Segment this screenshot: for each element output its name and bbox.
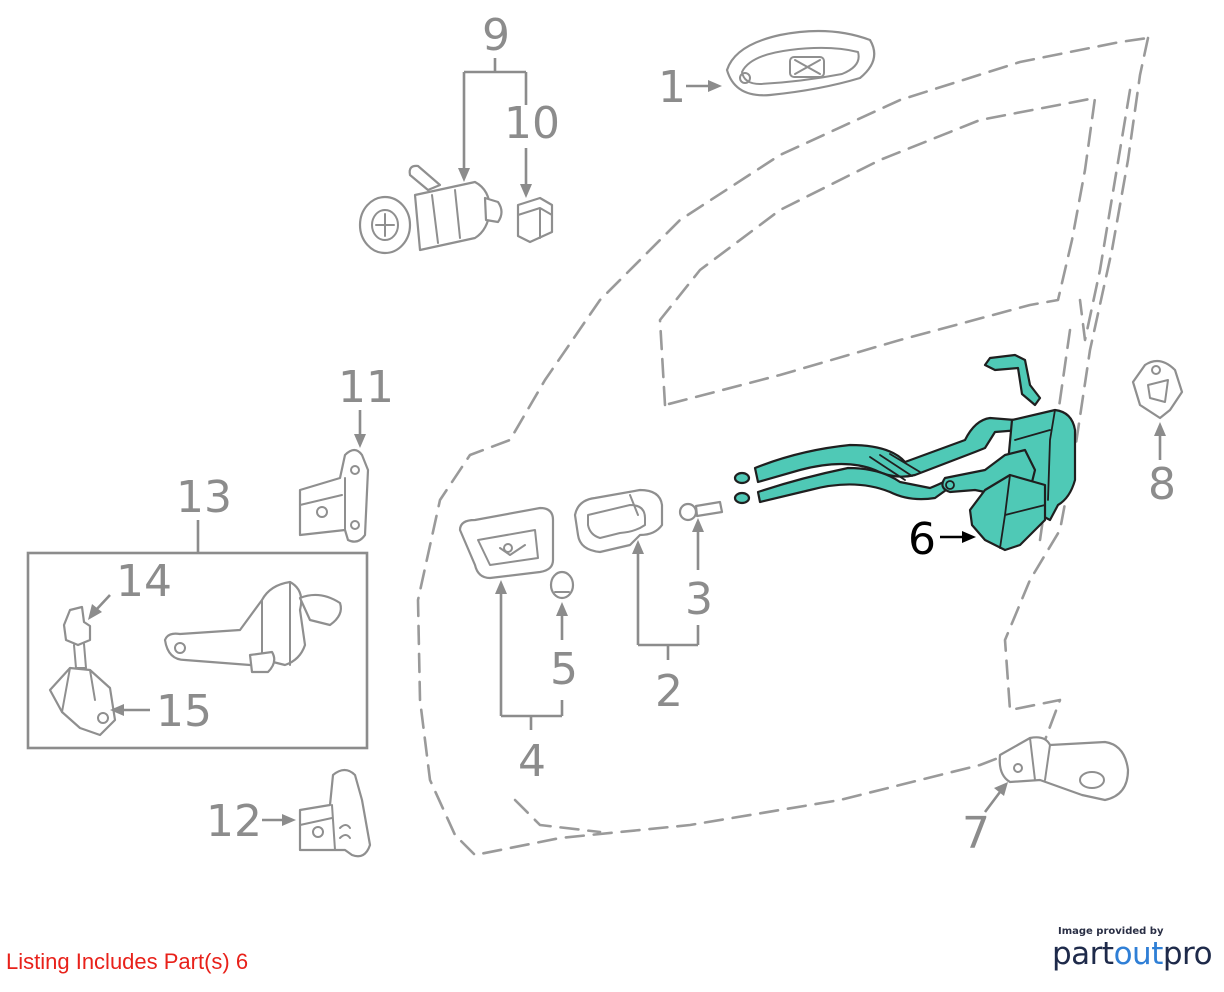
- part-4-inside-handle-bezel: [458, 506, 555, 580]
- part-7-bracket: [998, 736, 1130, 802]
- callout-labels: 1 2 3 4 5 6 7 8 9 10 11 12 13 14 15: [116, 10, 1176, 859]
- brand-wordmark: partoutpro: [1052, 937, 1222, 971]
- part-13-door-check-group: [26, 551, 369, 750]
- callout-13: 13: [176, 472, 232, 523]
- part-8-striker: [1131, 359, 1184, 420]
- brand-wordmark-out: out: [1113, 936, 1164, 972]
- brand-wordmark-pro: pro: [1162, 936, 1213, 972]
- callout-4: 4: [518, 736, 546, 787]
- callout-12: 12: [206, 796, 262, 847]
- part-10-clip: [516, 196, 554, 244]
- part-1-outside-handle: [725, 29, 876, 97]
- part-6-door-lock-actuator: [733, 353, 1077, 552]
- callout-7: 7: [962, 808, 990, 859]
- callout-15: 15: [156, 686, 212, 737]
- callout-5: 5: [550, 644, 578, 695]
- callout-10: 10: [504, 98, 560, 149]
- callout-14: 14: [116, 556, 172, 607]
- callout-2: 2: [655, 666, 683, 717]
- part-11-upper-hinge: [298, 448, 370, 543]
- callout-9: 9: [482, 10, 510, 61]
- partoutpro-logo: Image provided by partoutpro: [1052, 926, 1222, 971]
- part-12-lower-hinge: [298, 768, 372, 858]
- brand-caption: Image provided by: [1058, 926, 1164, 937]
- part-3-bolt: [678, 500, 724, 522]
- callout-3: 3: [685, 574, 713, 625]
- callout-8: 8: [1148, 459, 1176, 510]
- part-2-inside-handle: [573, 488, 664, 554]
- leader-lines: [88, 58, 1166, 826]
- part-9-lock-cylinder: [358, 164, 503, 255]
- listing-includes-note: Listing Includes Part(s) 6: [6, 949, 249, 974]
- callout-11: 11: [338, 362, 394, 413]
- brand-wordmark-part: part: [1052, 936, 1114, 972]
- part-5-screw: [549, 570, 575, 600]
- callout-1: 1: [658, 62, 686, 113]
- callout-6: 6: [908, 514, 936, 565]
